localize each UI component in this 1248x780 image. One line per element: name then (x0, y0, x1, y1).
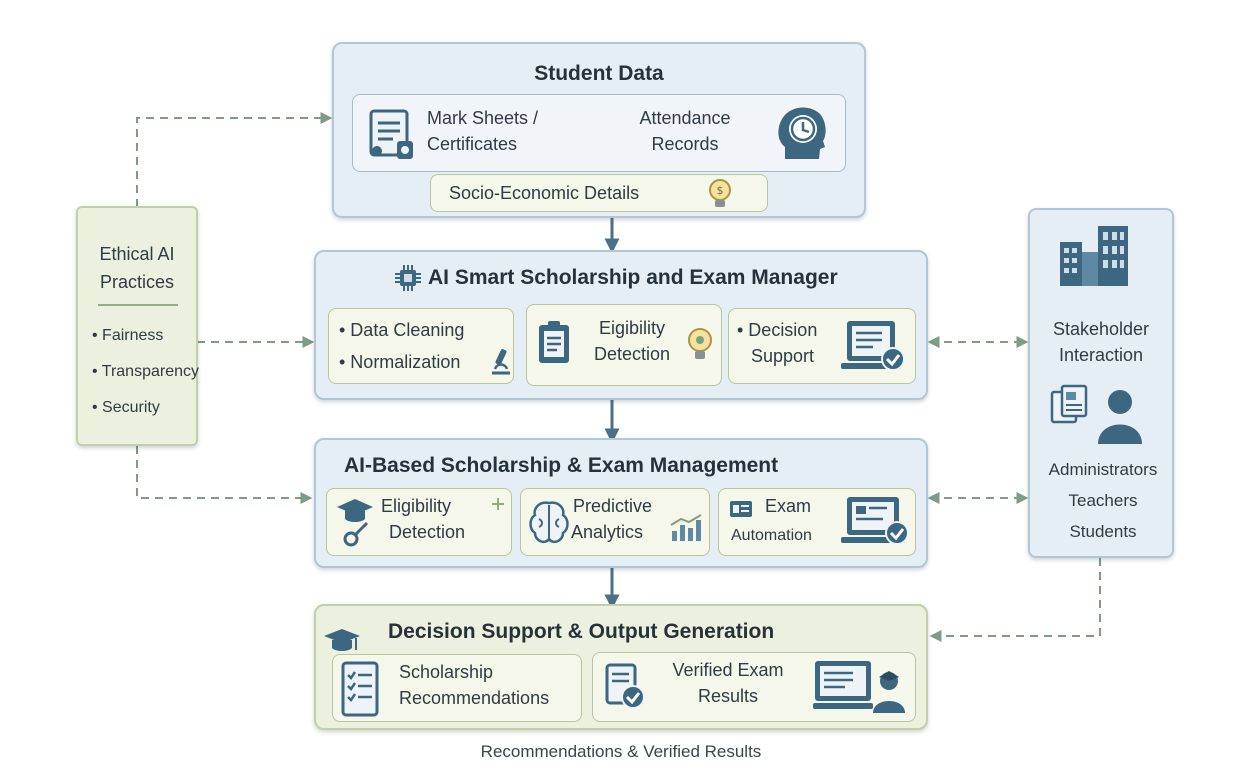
role-students: Students (1069, 522, 1137, 541)
ethics-title-line1: Ethical AI (99, 244, 175, 264)
recommendations-text: Recommendations (399, 688, 550, 708)
detection-text: Detection (593, 344, 671, 364)
predictive-text: Predictive (573, 496, 653, 516)
graduation-cap-key-icon (337, 499, 373, 547)
ai-manager-title: AI Smart Scholarship and Exam Manager (428, 266, 838, 289)
bulb-gear-icon (688, 328, 712, 359)
bar-chart-icon (670, 514, 702, 541)
eligibility-box: Eligibility Detection (326, 488, 512, 556)
ethics-divider (98, 304, 178, 306)
certificate-icon (369, 109, 413, 159)
stakeholder-panel: Stakeholder Interaction Administrators T… (1028, 208, 1174, 558)
verified-exam-text: Verified Exam (672, 660, 784, 680)
student-data-title: Student Data (534, 62, 664, 85)
socio-economic-box: Socio-Economic Details $ (430, 174, 768, 212)
mark-sheets-text: Mark Sheets / (427, 108, 539, 128)
eligibility-text-2: Eligibility (381, 496, 452, 516)
stakeholder-label: Stakeholder Interaction (1030, 316, 1172, 368)
svg-text:$: $ (717, 184, 724, 197)
socio-economic-label: Socio-Economic Details (449, 183, 640, 203)
stakeholder-roles: Administrators Teachers Students (1030, 454, 1176, 547)
decision-support-label: • Decision Support (737, 317, 827, 369)
stakeholder-line1: Stakeholder (1052, 319, 1150, 339)
stakeholder-line2: Interaction (1058, 345, 1144, 365)
monitor-check-icon (841, 321, 905, 371)
ai-based-title: AI-Based Scholarship & Exam Management (344, 454, 779, 477)
role-administrators: Administrators (1048, 460, 1158, 479)
graduation-cap-icon (324, 629, 360, 651)
brain-icon (529, 501, 569, 544)
buildings-icon (1060, 226, 1128, 286)
document-check-icon (605, 663, 645, 709)
ethics-title: Ethical AI Practices (78, 240, 196, 296)
data-cleaning-box: • Data Cleaning • Normalization (328, 308, 514, 384)
ethics-item-fairness: • Fairness (92, 327, 164, 344)
output-panel: Decision Support & Output Generation Sch… (314, 604, 928, 730)
chip-icon (395, 265, 421, 291)
people-documents-icon (1050, 384, 1142, 444)
id-card-icon (730, 501, 752, 517)
ethics-panel: Ethical AI Practices • Fairness • Transp… (76, 206, 199, 446)
output-title: Decision Support & Output Generation (388, 620, 775, 643)
scholarship-label: Scholarship Recommendations (399, 659, 579, 711)
microscope-icon (492, 349, 510, 375)
role-teachers: Teachers (1068, 491, 1138, 510)
clipboard-icon (539, 321, 569, 363)
verified-results-label: Verified Exam Results (653, 657, 803, 709)
scholarship-text: Scholarship (399, 662, 494, 682)
eligibility-detection-box: Eigibility Detection (526, 304, 722, 386)
attendance-label: Attendance Records (615, 105, 755, 157)
dashed-ethics-to-management (136, 446, 313, 504)
results-text: Results (697, 686, 759, 706)
dashed-stakeholder-to-output (929, 558, 1101, 642)
automation-label: Automation (731, 527, 812, 544)
data-cleaning-label: • Data Cleaning (339, 320, 465, 340)
ai-manager-panel: AI Smart Scholarship and Exam Manager • … (314, 250, 928, 400)
mark-sheets-label: Mark Sheets / Certificates (427, 105, 577, 157)
detection-text-2: Detection (389, 522, 466, 542)
checklist-icon (341, 661, 379, 717)
results-monitor-person-icon (813, 661, 905, 713)
records-text: Records (651, 134, 719, 154)
lightbulb-icon: $ (709, 179, 731, 207)
laptop-check-icon (841, 497, 909, 545)
certificates-text: Certificates (427, 134, 518, 154)
support-text: Support (751, 346, 815, 366)
predictive-analytics-box: Predictive Analytics (520, 488, 710, 556)
attendance-text: Attendance (639, 108, 731, 128)
ethics-item-security: • Security (92, 399, 160, 416)
normalization-label: • Normalization (339, 352, 461, 372)
exam-label: Exam (765, 496, 812, 516)
eligibility-detection-label-2: Eligibility Detection (373, 493, 483, 545)
verified-results-box: Verified Exam Results (592, 652, 916, 722)
ethics-list: • Fairness • Transparency • Security (92, 318, 199, 426)
analytics-text: Analytics (571, 522, 644, 542)
decision-text: • Decision (737, 320, 818, 340)
predictive-analytics-label: Predictive Analytics (571, 493, 681, 545)
plus-icon (492, 498, 504, 510)
eligibility-detection-label: Eigibility Detection (577, 315, 687, 367)
decision-support-box: • Decision Support (728, 308, 916, 384)
dashed-ethics-to-student (136, 112, 333, 207)
student-data-panel: Student Data Mark Sheets / Certificates … (332, 42, 866, 218)
eligibility-text: Eigibility (598, 318, 666, 338)
exam-automation-box: Exam Automation (718, 488, 916, 556)
diagram-caption: Recommendations & Verified Results (480, 742, 762, 761)
clock-head-icon (778, 107, 826, 159)
ai-based-panel: AI-Based Scholarship & Exam Management E… (314, 438, 928, 568)
scholarship-box: Scholarship Recommendations (332, 654, 582, 722)
ethics-title-line2: Practices (99, 272, 175, 292)
ethics-item-transparency: • Transparency (92, 363, 199, 380)
student-records-box: Mark Sheets / Certificates Attendance Re… (352, 94, 846, 172)
